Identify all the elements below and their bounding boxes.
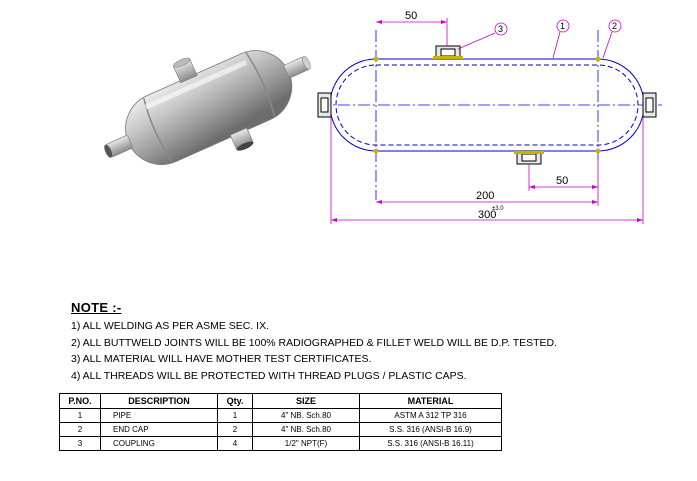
note-line-1: 1) ALL WELDING AS PER ASME SEC. IX. <box>71 320 270 332</box>
note-line-2: 2) ALL BUTTWELD JOINTS WILL BE 100% RADI… <box>71 337 558 349</box>
cell-size: 1/2" NPT(F) <box>252 436 360 451</box>
table-header-row: P.NO. DESCRIPTION Qty. SIZE MATERIAL <box>59 393 502 409</box>
note-line-4: 4) ALL THREADS WILL BE PROTECTED WITH TH… <box>71 370 467 382</box>
dim-shell-length: 200 <box>476 190 494 202</box>
cell-qty: 4 <box>217 436 253 451</box>
coupling-bottom <box>514 150 544 165</box>
coupling-top <box>433 45 463 60</box>
table-row: 1 PIPE 1 4" NB. Sch.80 ASTM A 312 TP 316 <box>59 408 502 423</box>
cell-size: 4" NB. Sch.80 <box>252 408 360 423</box>
notes-title: NOTE :- <box>71 300 122 315</box>
cell-description: PIPE <box>100 408 218 423</box>
cell-material: ASTM A 312 TP 316 <box>359 408 502 423</box>
cell-material: S.S. 316 (ANSI-B 16.9) <box>359 422 502 437</box>
balloon-2: 2 <box>612 21 617 31</box>
header-description: DESCRIPTION <box>100 393 218 409</box>
cell-pno: 2 <box>59 422 101 437</box>
dimension-arrows <box>331 20 643 222</box>
cell-size: 4" NB. Sch.80 <box>252 422 360 437</box>
header-pno: P.NO. <box>59 393 101 409</box>
balloon-3: 3 <box>498 24 503 34</box>
balloon-1: 1 <box>560 21 565 31</box>
technical-drawing: 50 50 200 300 ±3.0 3 1 2 <box>317 10 662 224</box>
bill-of-materials-table: P.NO. DESCRIPTION Qty. SIZE MATERIAL 1 P… <box>59 393 502 451</box>
header-size: SIZE <box>252 393 360 409</box>
coupling-left <box>317 92 332 118</box>
header-material: MATERIAL <box>359 393 502 409</box>
dim-overall-length: 300 <box>478 209 496 221</box>
cell-description: COUPLING <box>100 436 218 451</box>
cell-pno: 1 <box>59 408 101 423</box>
cell-material: S.S. 316 (ANSI-B 16.11) <box>359 436 502 451</box>
cell-pno: 3 <box>59 436 101 451</box>
cell-qty: 2 <box>217 422 253 437</box>
dim-top-offset: 50 <box>405 10 417 22</box>
table-row: 3 COUPLING 4 1/2" NPT(F) S.S. 316 (ANSI-… <box>59 436 502 451</box>
coupling-right <box>642 92 657 118</box>
vessel-photo <box>104 50 311 165</box>
centerlines <box>318 30 662 200</box>
cell-qty: 1 <box>217 408 253 423</box>
header-qty: Qty. <box>217 393 253 409</box>
cell-description: END CAP <box>100 422 218 437</box>
weld-marks <box>373 56 601 154</box>
note-line-3: 3) ALL MATERIAL WILL HAVE MOTHER TEST CE… <box>71 353 372 365</box>
table-row: 2 END CAP 2 4" NB. Sch.80 S.S. 316 (ANSI… <box>59 422 502 437</box>
dim-bottom-offset: 50 <box>556 175 568 187</box>
dim-overall-tolerance: ±3.0 <box>492 206 504 212</box>
